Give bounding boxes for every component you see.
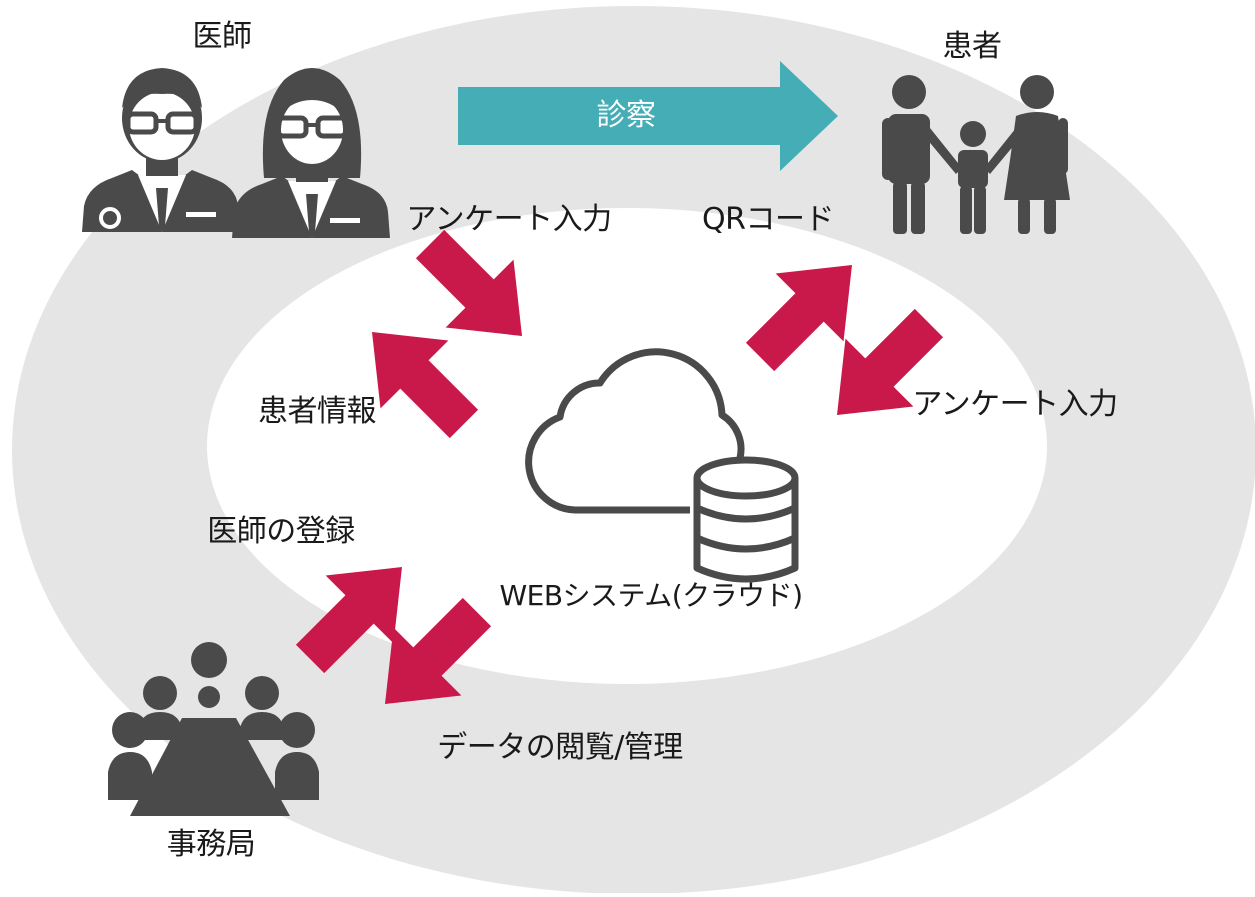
consultation-arrow: [458, 61, 838, 171]
doctor-survey-input-label: アンケート入力: [406, 202, 612, 237]
cloud-database-icon: [525, 348, 799, 583]
doctor-icon: [82, 68, 240, 232]
system-label: WEBシステム(クラウド): [499, 579, 803, 612]
meeting-icon: [108, 642, 319, 816]
qr-code-label: QRコード: [702, 202, 834, 237]
doctor-registration-label: 医師の登録: [207, 514, 355, 549]
family-icon: [882, 75, 1070, 234]
patient-info-label: 患者情報: [258, 394, 377, 429]
patient-survey-input-label: アンケート入力: [912, 387, 1118, 422]
doctor-icon: [232, 68, 390, 238]
data-view-manage-label: データの閲覧/管理: [437, 730, 683, 765]
office-label: 事務局: [166, 827, 256, 862]
patients-label: 患者: [942, 29, 1003, 64]
consultation-label: 診察: [596, 98, 657, 133]
doctors-label: 医師: [192, 19, 253, 54]
